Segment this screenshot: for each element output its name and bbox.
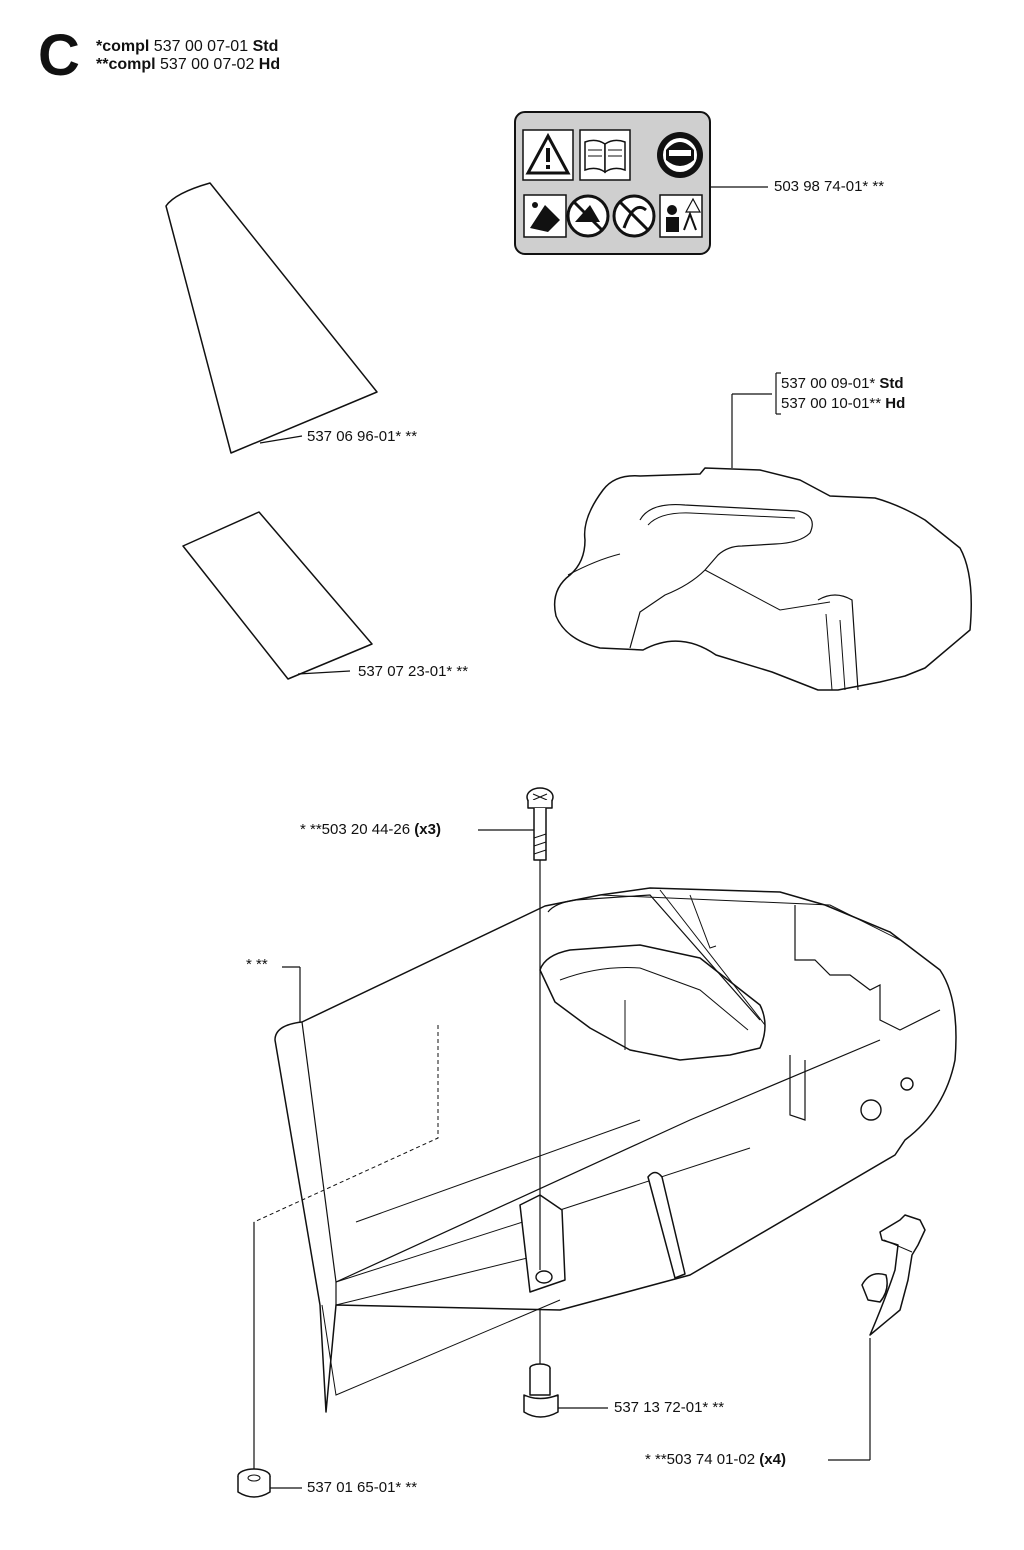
main-cover-part	[253, 887, 957, 1470]
sleeve-part	[523, 1310, 608, 1418]
top-cover-std-label: 537 00 09-01* Std	[781, 375, 904, 392]
sleeve-label: 537 13 72-01* **	[614, 1399, 725, 1416]
screw-part	[478, 787, 554, 1270]
rubber-foot-label: 537 01 65-01* **	[307, 1479, 418, 1496]
small-decal-label: 537 07 23-01* **	[358, 663, 469, 680]
decal-sign-label: 503 98 74-01* **	[774, 178, 885, 195]
cover-assembly-label: * **	[246, 956, 268, 973]
warning-decal	[514, 111, 768, 255]
tall-decal-label: 537 06 96-01* **	[307, 428, 418, 445]
top-cover-hd-label: 537 00 10-01** Hd	[781, 395, 906, 412]
warning-triangle-icon	[522, 129, 574, 181]
manual-book-icon	[579, 129, 631, 181]
top-cover-part	[553, 372, 972, 691]
small-decal-part	[182, 511, 373, 680]
clip-label: * **503 74 01-02 (x4)	[645, 1451, 786, 1468]
operator-hazard-icon	[659, 194, 703, 238]
tall-decal-part	[165, 182, 378, 454]
debris-hazard-icon	[523, 194, 567, 238]
rubber-foot-part	[237, 1468, 302, 1498]
no-kickback-icon	[612, 194, 656, 238]
clip-part	[828, 1214, 926, 1461]
section-letter: C	[38, 23, 80, 88]
assembly-std-line: *compl 537 00 07-01 Std	[96, 38, 279, 55]
no-debris-icon	[566, 194, 610, 238]
assembly-hd-line: **compl 537 00 07-02 Hd	[96, 56, 281, 73]
protective-gear-icon	[657, 132, 703, 178]
screw-label: * **503 20 44-26 (x3)	[300, 821, 441, 838]
